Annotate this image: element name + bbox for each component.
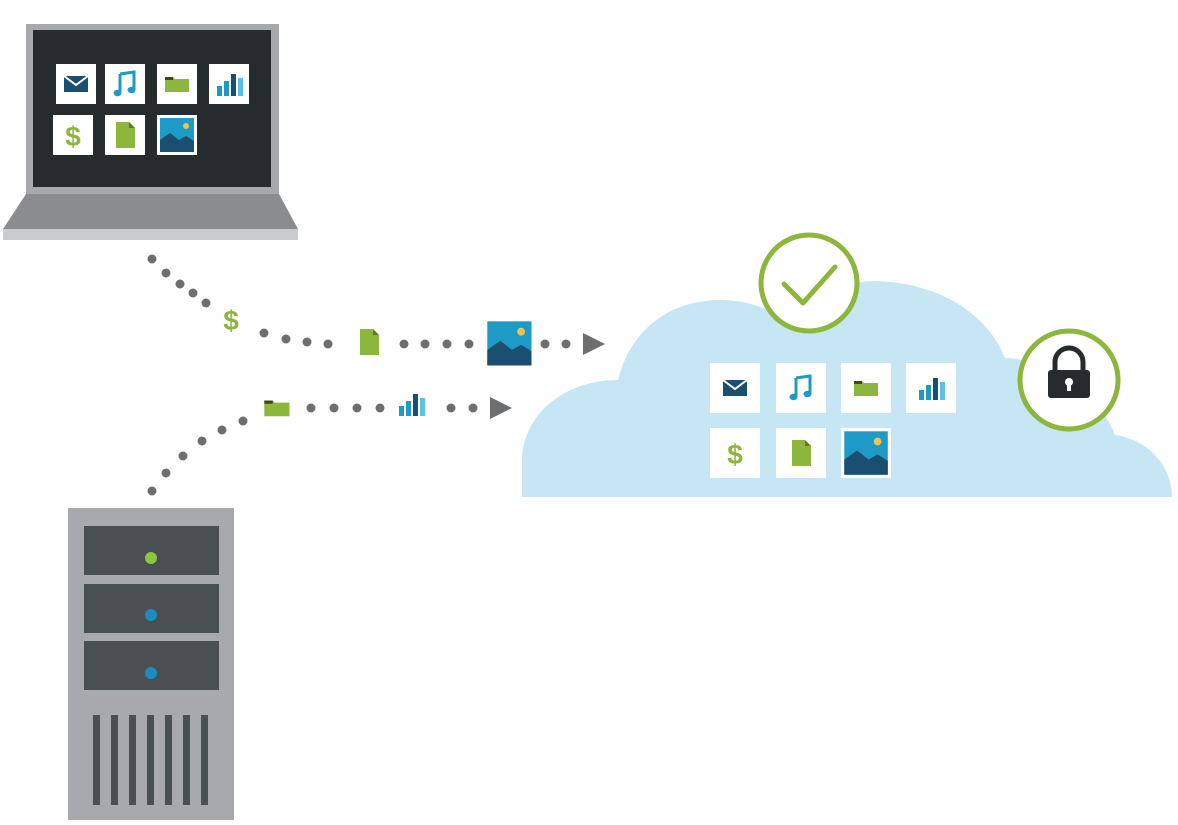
cloud-app-tiles	[710, 363, 956, 478]
status-led-blue	[145, 667, 157, 679]
flow-laptop-to-cloud	[147, 254, 605, 355]
chart-icon	[209, 64, 249, 104]
dollar-icon	[710, 428, 760, 478]
flow-server-to-cloud	[147, 397, 512, 496]
status-led-blue	[145, 609, 157, 621]
server-tower	[68, 508, 234, 820]
document-icon	[360, 329, 379, 355]
laptop-app-tiles	[53, 64, 249, 155]
server-bay	[84, 641, 219, 690]
folder-icon	[841, 363, 891, 413]
status-led-green	[145, 552, 157, 564]
laptop	[3, 24, 298, 240]
server-bay	[84, 526, 219, 575]
server-vents	[93, 715, 208, 805]
laptop-screen	[33, 30, 271, 187]
check-icon	[758, 232, 860, 334]
dollar-icon	[53, 115, 93, 155]
music-icon	[776, 363, 826, 413]
arrowhead	[583, 333, 605, 355]
dollar-icon	[223, 305, 240, 336]
image-icon	[157, 115, 197, 155]
mail-icon	[56, 64, 96, 104]
folder-icon	[264, 400, 290, 417]
server-bay	[84, 584, 219, 633]
laptop-base	[3, 194, 298, 229]
folder-icon	[157, 64, 197, 104]
chart-icon	[399, 394, 425, 416]
document-icon	[776, 428, 826, 478]
laptop-base-edge	[3, 229, 298, 240]
mail-icon	[710, 363, 760, 413]
music-icon	[105, 64, 145, 104]
chart-icon	[906, 363, 956, 413]
lock-icon	[1017, 328, 1121, 432]
image-icon	[487, 321, 532, 366]
arrowhead	[490, 397, 512, 419]
image-icon	[841, 428, 891, 478]
document-icon	[105, 115, 145, 155]
